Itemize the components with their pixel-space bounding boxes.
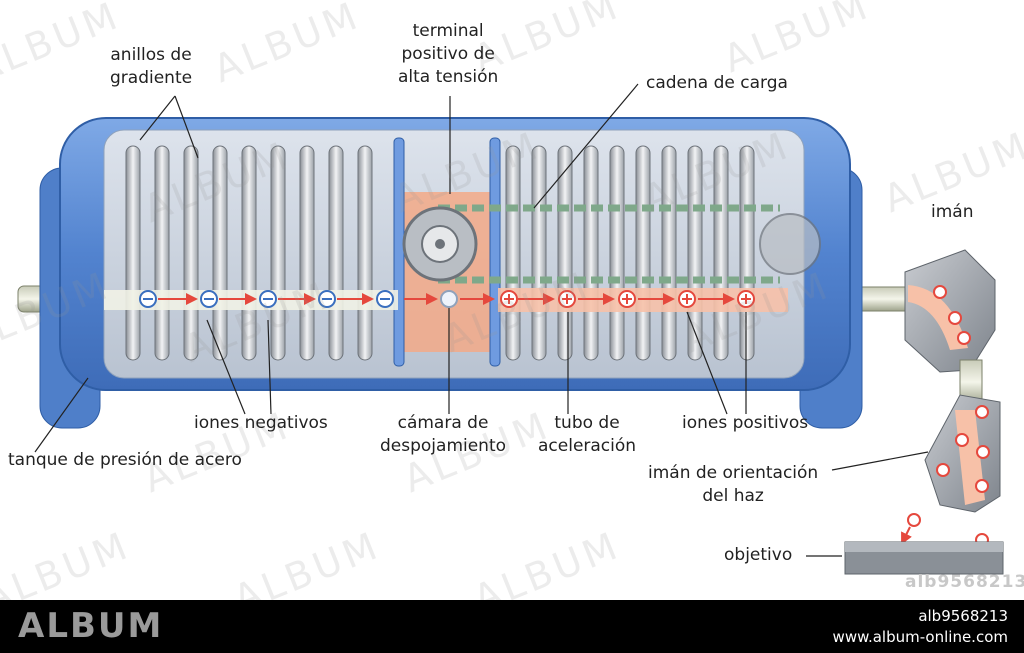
label-target: objetivo	[724, 545, 793, 565]
gradient-ring	[687, 145, 703, 361]
footer-bar: ALBUM alb9568213 www.album-online.com	[0, 600, 1024, 653]
gradient-ring	[270, 145, 286, 361]
gradient-ring	[125, 145, 141, 361]
label-charge-chain: cadena de carga	[646, 73, 788, 93]
gradient-ring	[661, 145, 677, 361]
label-negative-ions: iones negativos	[194, 413, 328, 433]
negative-ions	[139, 290, 394, 308]
gradient-rings-left	[125, 145, 373, 361]
label-magnet: imán	[931, 202, 974, 222]
gradient-ring	[328, 145, 344, 361]
hv-terminal-plate-right	[489, 137, 501, 367]
gradient-ring	[609, 145, 625, 361]
brand-logo[interactable]: ALBUM	[18, 606, 164, 646]
charge-chain	[402, 204, 821, 284]
gradient-ring	[357, 145, 373, 361]
positive-ions	[500, 290, 755, 308]
label-pressure-tank: tanque de presión de acero	[8, 450, 242, 470]
gradient-ring	[154, 145, 170, 361]
gradient-ring	[531, 145, 547, 361]
gradient-ring	[505, 145, 521, 361]
label-positive-ions: iones positivos	[682, 413, 809, 433]
hv-terminal-plate-left	[393, 137, 405, 367]
gradient-ring	[713, 145, 729, 361]
footer-image-id: alb9568213	[918, 607, 1008, 625]
gradient-ring	[739, 145, 755, 361]
gradient-ring	[635, 145, 651, 361]
leader-lines	[34, 83, 929, 557]
gradient-ring	[212, 145, 228, 361]
gradient-ring	[183, 145, 199, 361]
steering-magnet	[901, 394, 1001, 547]
gradient-ring	[583, 145, 599, 361]
tandem-accelerator-diagram	[17, 83, 1004, 575]
gradient-ring	[557, 145, 573, 361]
footer-website-link[interactable]: www.album-online.com	[832, 628, 1008, 646]
gradient-ring	[299, 145, 315, 361]
stripper-foil	[440, 290, 458, 308]
bending-magnet	[904, 249, 996, 405]
gradient-ring	[241, 145, 257, 361]
image-id-stamp: alb9568213	[905, 572, 1024, 592]
